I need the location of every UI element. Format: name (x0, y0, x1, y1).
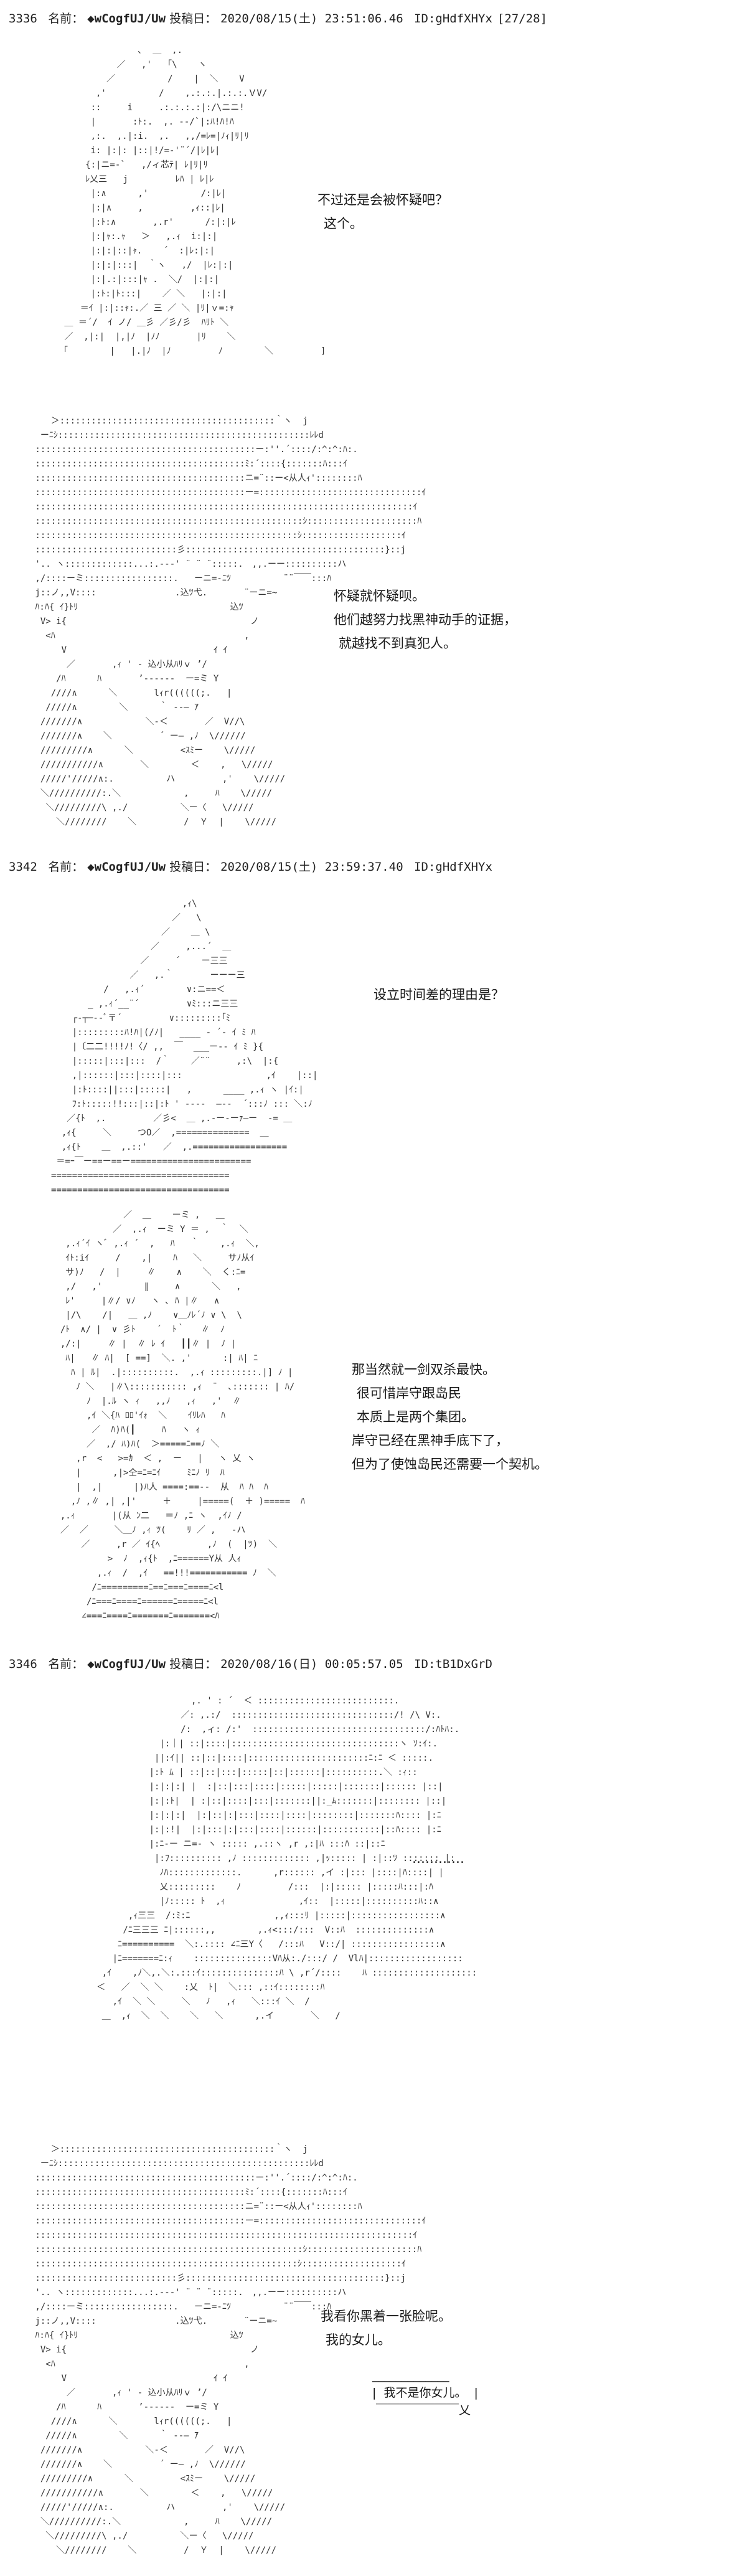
dialogue-block-5: ………… (412, 1847, 464, 1870)
dialogue-line: 设立时间差的理由是？ (374, 987, 504, 1002)
dialogue-line: ………… (412, 1851, 464, 1866)
dialogue-line: 很可惜岸守跟岛民 (357, 1386, 461, 1401)
dialogue-line: 岸守已经在黑神手底下了， (352, 1433, 509, 1448)
post-number: 3342 (9, 860, 37, 874)
ascii-art-figure-smirk-repeat: ＞:::::::::::::::::::::::::::::::::::::::… (35, 2144, 426, 2555)
poster-name[interactable]: ◆wCogfUJ/Uw (87, 1657, 166, 1671)
post-number: 3346 (9, 1657, 37, 1671)
ascii-art-hooded-figure: ,ｨ\ ／ \ ／ ＿ \ ／ ,...´ ＿ ／ ´ ー三三 ／ ,.｀ ーー… (51, 899, 318, 1195)
dialogue-line: 本质上是两个集团。 (357, 1409, 474, 1424)
dialogue-line: 就越找不到真犯人。 (339, 636, 456, 651)
post-id[interactable]: ID:tB1DxGrD (414, 1657, 492, 1671)
post-date: 2020/08/15(土) 23:59:37.40 (220, 860, 403, 874)
date-label: 投稿日： (169, 12, 217, 26)
post-date: 2020/08/16(日) 00:05:57.05 (220, 1657, 403, 1671)
post-id[interactable]: ID:gHdfXHYx (414, 12, 492, 26)
ascii-art-kneeling-figure: ,. ' : ´ ＜ ::::::::::::::::::::::::::. ／… (96, 1696, 477, 2021)
post-date: 2020/08/15(土) 23:51:06.46 (220, 12, 403, 26)
ascii-art-figure-hat: ､ ＿ ,. ／ ,' ｢\ ヽ ／ / | ＼ V ,' / ,.:.:.|.… (59, 45, 326, 356)
dialogue-line: 我看你黑着一张脸呢。 (321, 2309, 451, 2324)
dialogue-block-3: 设立时间差的理由是？ (374, 983, 504, 1006)
dialogue-block-4: 那当然就一剑双杀最快。 很可惜岸守跟岛民 本质上是两个集团。 岸守已经在黑神手底… (352, 1358, 548, 1476)
dialogue-line: 怀疑就怀疑呗。 (334, 589, 425, 604)
dialogue-line: 我的女儿。 (326, 2332, 391, 2347)
name-label: 名前： (48, 12, 84, 26)
ascii-art-figure-smirk: ＞:::::::::::::::::::::::::::::::::::::::… (35, 416, 426, 827)
dialogue-block-1: 不过还是会被怀疑吧？ 这个。 (317, 188, 448, 235)
dialogue-line: 不过还是会被怀疑吧？ (317, 192, 448, 207)
date-label: 投稿日： (169, 860, 217, 874)
name-label: 名前： (48, 1657, 84, 1671)
date-label: 投稿日： (169, 1657, 217, 1671)
dialogue-line: 他们越努力找黑神动手的证据， (334, 612, 517, 627)
post-counter: [27/28] (497, 12, 548, 26)
dialogue-block-6: 我看你黑着一张脸呢。 我的女儿。 (321, 2304, 451, 2352)
post-id[interactable]: ID:gHdfXHYx (414, 860, 492, 874)
dialogue-line: 那当然就一剑双杀最快。 (352, 1362, 496, 1377)
ascii-art-armored-figure: ／ ＿ ーミ , ＿ ／ ,.ｨ ーミ Y ＝ , ｀ ＼ ,.ｨ´ｲ ヽﾞ ,… (60, 1210, 306, 1621)
post-number: 3336 (9, 12, 37, 26)
dialogue-line: 这个。 (324, 216, 363, 231)
poster-name[interactable]: ◆wCogfUJ/Uw (87, 12, 166, 26)
speech-bubble: _____________ | 我不是你女儿。 | ￣￣￣￣￣￣￣乂 (372, 2369, 478, 2417)
name-label: 名前： (48, 860, 84, 874)
dialogue-block-2: 怀疑就怀疑呗。 他们越努力找黑神动手的证据， 就越找不到真犯人。 (334, 584, 517, 655)
dialogue-line: 但为了使蚀岛民还需要一个契机。 (352, 1457, 548, 1472)
poster-name[interactable]: ◆wCogfUJ/Uw (87, 860, 166, 874)
